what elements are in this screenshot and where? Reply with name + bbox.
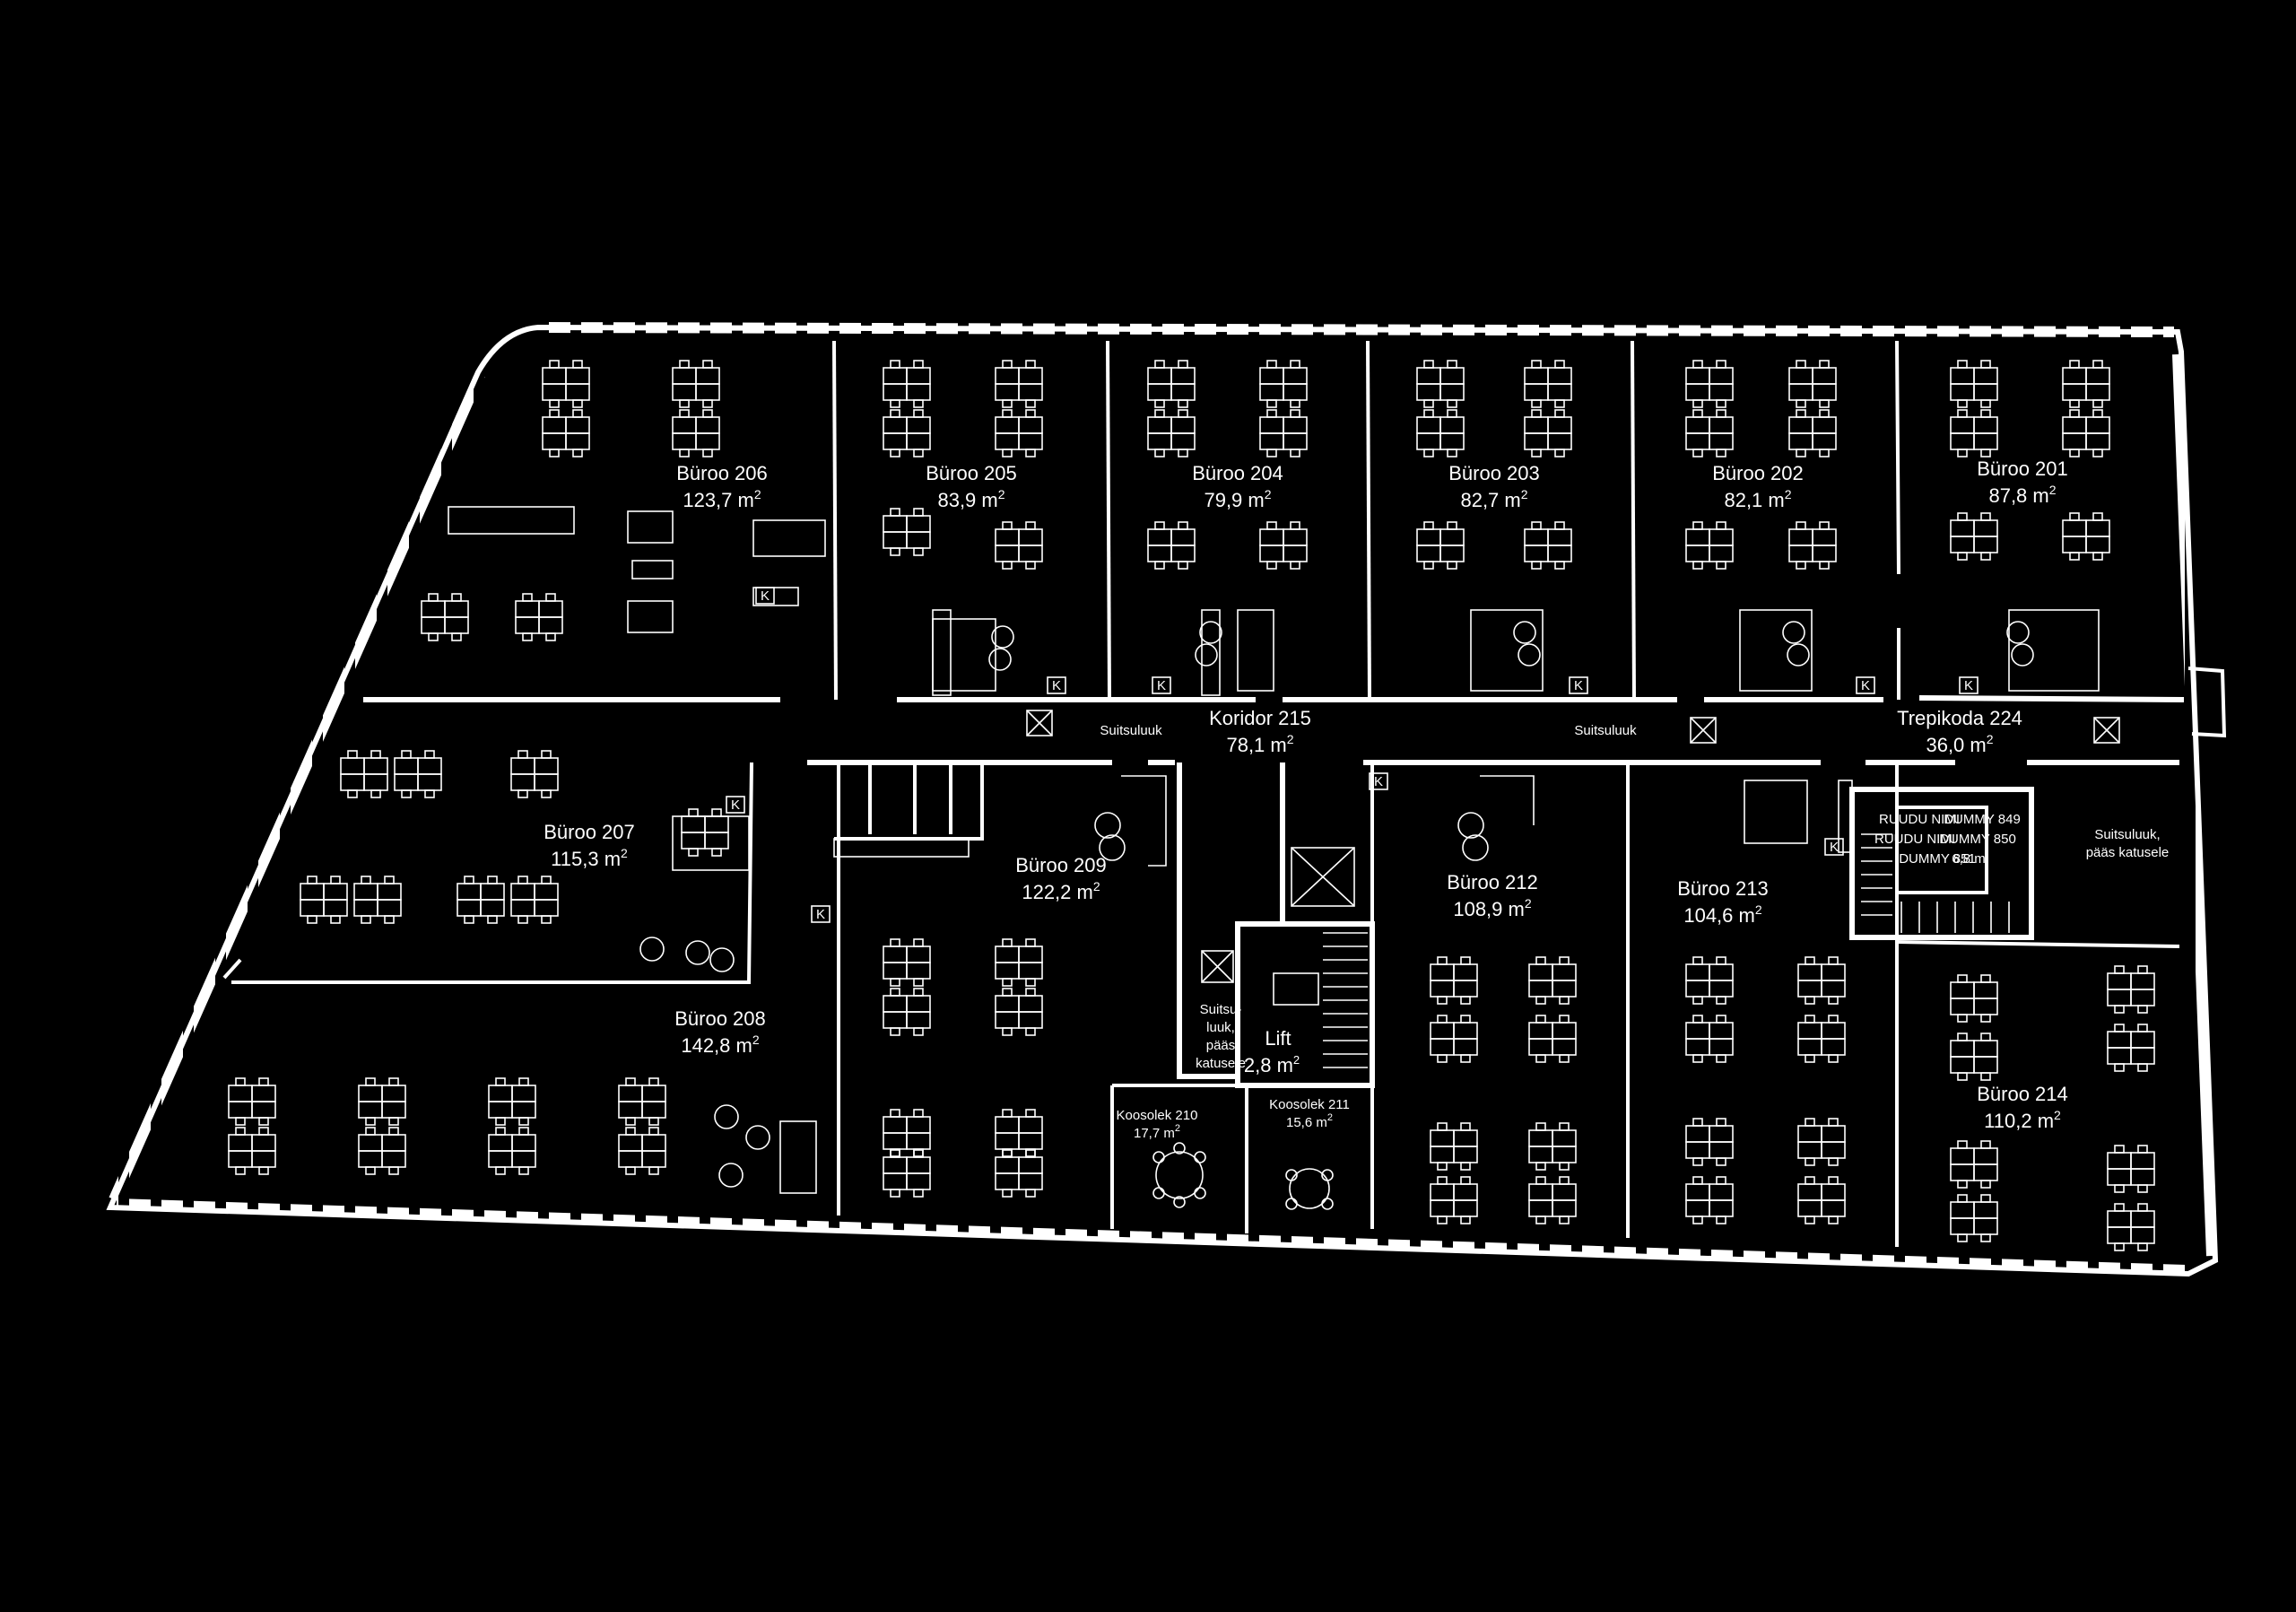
stairwell-dummy-labels: RUUDU NIMI DUMMY 849 RUUDU NIMI DUMMY 85… [1874,812,2021,867]
smoke-hatch-roof-left: luuk, [1206,1020,1235,1035]
room-area-r210: 17,7 m2 [1134,1123,1180,1141]
lift-area: 2,8 m2 [1244,1053,1300,1076]
room-area-r206: 123,7 m2 [683,487,761,511]
room-area-r214: 110,2 m2 [1984,1108,2061,1132]
kitchen-marker: K [1157,678,1166,693]
dummy-room-id: DUMMY 849 [1944,812,2021,827]
kitchen-marker: K [731,797,740,813]
room-name-r205: Büroo 205 [926,462,1017,484]
smoke-hatch-roof-left: Suitsu- [1200,1002,1242,1017]
outer-walls [106,322,2227,1277]
dummy-room-id: DUMMY 850 [1939,832,2016,847]
dummy-room-area: 6,8 m [1952,851,1986,867]
kitchen-marker: K [816,907,825,922]
room-name-r215: Koridor 215 [1209,707,1311,729]
lift-name: Lift [1265,1027,1291,1050]
room-area-r209: 122,2 m2 [1022,879,1100,903]
room-area-r205: 83,9 m2 [937,487,1004,511]
kitchen-marker: K [1964,678,1973,693]
dummy-room-name: RUUDU NIMI [1874,832,1955,847]
room-area-r203: 82,7 m2 [1460,487,1527,511]
room-labels: Büroo 206 123,7 m2 Büroo 205 83,9 m2 Büroo 2… [544,457,2068,1141]
smoke-hatch-roof-right: pääs katusele [2086,845,2170,860]
lift-label: Lift 2,8 m2 [1244,1027,1300,1076]
kitchen-markers: K K K K K K K K K K [731,588,1973,922]
interior-walls [222,340,2185,1247]
kitchen-marker: K [1052,678,1061,693]
kitchen-marker: K [1374,774,1383,789]
kitchen-marker: K [761,588,770,604]
room-area-r211: 15,6 m2 [1286,1112,1333,1130]
room-name-r208: Büroo 208 [674,1007,766,1030]
room-name-r211: Koosolek 211 [1269,1097,1350,1112]
smoke-hatch-label: Suitsuluuk [1574,723,1637,738]
room-area-r208: 142,8 m2 [681,1033,760,1057]
smoke-hatch-roof-left: pääs [1206,1038,1236,1053]
kitchen-marker: K [1574,678,1583,693]
room-area-r202: 82,1 m2 [1724,487,1791,511]
room-name-r204: Büroo 204 [1192,462,1283,484]
room-name-r213: Büroo 213 [1677,877,1769,900]
room-name-r201: Büroo 201 [1977,457,2068,480]
room-area-r204: 79,9 m2 [1204,487,1271,511]
dummy-room-name: RUUDU NIMI [1879,812,1960,827]
room-area-r201: 87,8 m2 [1988,483,2056,507]
smoke-hatch-roof-right: Suitsuluuk, [2094,827,2160,842]
room-name-r210: Koosolek 210 [1117,1108,1198,1123]
room-area-r215: 78,1 m2 [1226,732,1293,756]
room-area-r224: 36,0 m2 [1926,732,1993,756]
kitchen-marker: K [1861,678,1870,693]
room-area-r212: 108,9 m2 [1453,896,1532,920]
dummy-room-id: DUMMY 851 [1899,851,1976,867]
kitchen-marker: K [1830,840,1839,855]
room-name-r214: Büroo 214 [1977,1083,2068,1105]
smoke-hatch-roof-left: katusele [1196,1056,1246,1071]
room-name-r206: Büroo 206 [676,462,768,484]
room-name-r212: Büroo 212 [1447,871,1538,893]
room-name-r224: Trepikoda 224 [1897,707,2022,729]
room-name-r207: Büroo 207 [544,821,635,843]
furniture [228,360,2155,1251]
smoke-hatch-label: Suitsuluuk [1100,723,1162,738]
room-area-r207: 115,3 m2 [551,846,628,870]
smoke-hatch-labels: Suitsuluuk Suitsuluuk Suitsu- luuk, pääs… [1100,723,2169,1071]
room-name-r209: Büroo 209 [1015,854,1107,876]
room-name-r203: Büroo 203 [1448,462,1540,484]
room-name-r202: Büroo 202 [1712,462,1804,484]
room-area-r213: 104,6 m2 [1683,902,1762,927]
